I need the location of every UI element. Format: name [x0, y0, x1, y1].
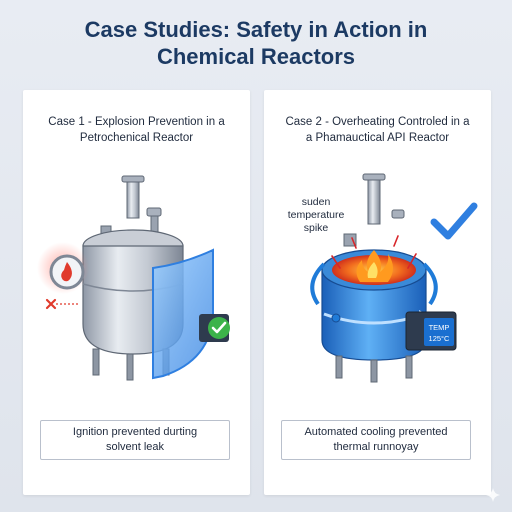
annotation-line-3: spike	[303, 222, 329, 234]
case-1-caption: Ignition prevented durting solvent leak	[40, 420, 230, 460]
green-checkmark-icon	[199, 314, 230, 342]
annotation-line-1: suden	[301, 196, 331, 208]
case-2-title-line-1: Case 2 - Overheating Controled in a	[285, 116, 470, 128]
page-title-line-2: Chemical Reactors	[156, 44, 356, 69]
case-1-caption-line-2: solvent leak	[105, 441, 165, 453]
fire-icon	[331, 235, 417, 282]
case-2-caption: Automated cooling prevented thermal runn…	[281, 420, 471, 460]
case-2-title-line-2: a Phamauctical API Reactor	[305, 132, 450, 144]
annotation-line-2: temperature	[287, 209, 345, 221]
case-1-title-line-1: Case 1 - Explosion Prevention in a	[48, 116, 225, 128]
case-2-caption-line-2: thermal runnoyay	[333, 441, 419, 453]
flame-warning-icon	[37, 242, 89, 294]
temperature-spike-annotation: suden temperature spike	[276, 196, 356, 235]
case-1-caption-line-1: Ignition prevented durting	[72, 426, 198, 438]
red-x-icon	[45, 298, 79, 310]
temp-panel-value: 125°C	[429, 334, 451, 343]
sparkle-icon	[486, 488, 500, 502]
case-1-title-line-2: Petrochenical Reactor	[79, 132, 194, 144]
case-1-card: Case 1 - Explosion Prevention in a Petro…	[23, 90, 250, 495]
case-2-title: Case 2 - Overheating Controled in a a Ph…	[272, 114, 483, 146]
temp-panel-label: TEMP	[429, 323, 450, 332]
blue-checkmark-icon	[430, 202, 478, 240]
page-title: Case Studies: Safety in Action in Chemic…	[0, 16, 512, 70]
page-title-line-1: Case Studies: Safety in Action in	[84, 17, 428, 42]
case-2-card: Case 2 - Overheating Controled in a a Ph…	[264, 90, 491, 495]
temperature-display-icon: TEMP 125°C	[405, 311, 457, 351]
case-2-illustration: TEMP 125°C	[310, 173, 478, 383]
case-1-illustration	[37, 175, 230, 381]
case-1-title: Case 1 - Explosion Prevention in a Petro…	[31, 114, 242, 146]
case-2-caption-line-1: Automated cooling prevented	[304, 426, 448, 438]
